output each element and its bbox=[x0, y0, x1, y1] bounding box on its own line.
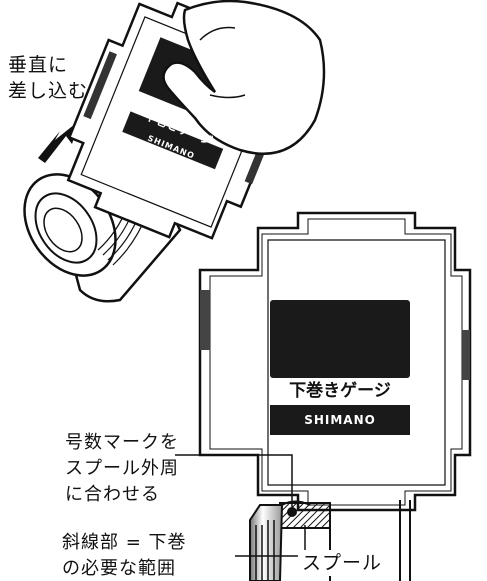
spool-label: スプール bbox=[298, 550, 387, 576]
insert-arrow bbox=[38, 120, 80, 163]
instruction-line-2: 差し込む bbox=[8, 80, 89, 102]
gauge-window bbox=[270, 300, 410, 378]
callout-hatch-line-2: の必要な範囲 bbox=[62, 558, 176, 579]
large-gauge-brand: SHIMANO bbox=[304, 413, 376, 427]
callout-align-line-2: スプール外周 bbox=[65, 458, 179, 479]
hand bbox=[162, 0, 326, 155]
instruction-label: 垂直に 差し込む bbox=[8, 52, 88, 104]
large-gauge-label: 下巻きゲージ bbox=[289, 381, 391, 401]
brand-plate bbox=[270, 405, 410, 435]
gauge-large bbox=[198, 211, 472, 512]
bottom-spool bbox=[249, 500, 411, 581]
callout-hatch-line-1: 斜線部 = 下巻 bbox=[62, 532, 187, 553]
callout-align-line-1: 号数マークを bbox=[65, 432, 179, 453]
callout-align: 号数マークを スプール外周 に合わせる bbox=[65, 430, 179, 508]
callout-align-line-3: に合わせる bbox=[65, 484, 160, 505]
callout-hatch: 斜線部 = 下巻 の必要な範囲 bbox=[62, 530, 187, 581]
instruction-line-1: 垂直に bbox=[8, 54, 69, 76]
